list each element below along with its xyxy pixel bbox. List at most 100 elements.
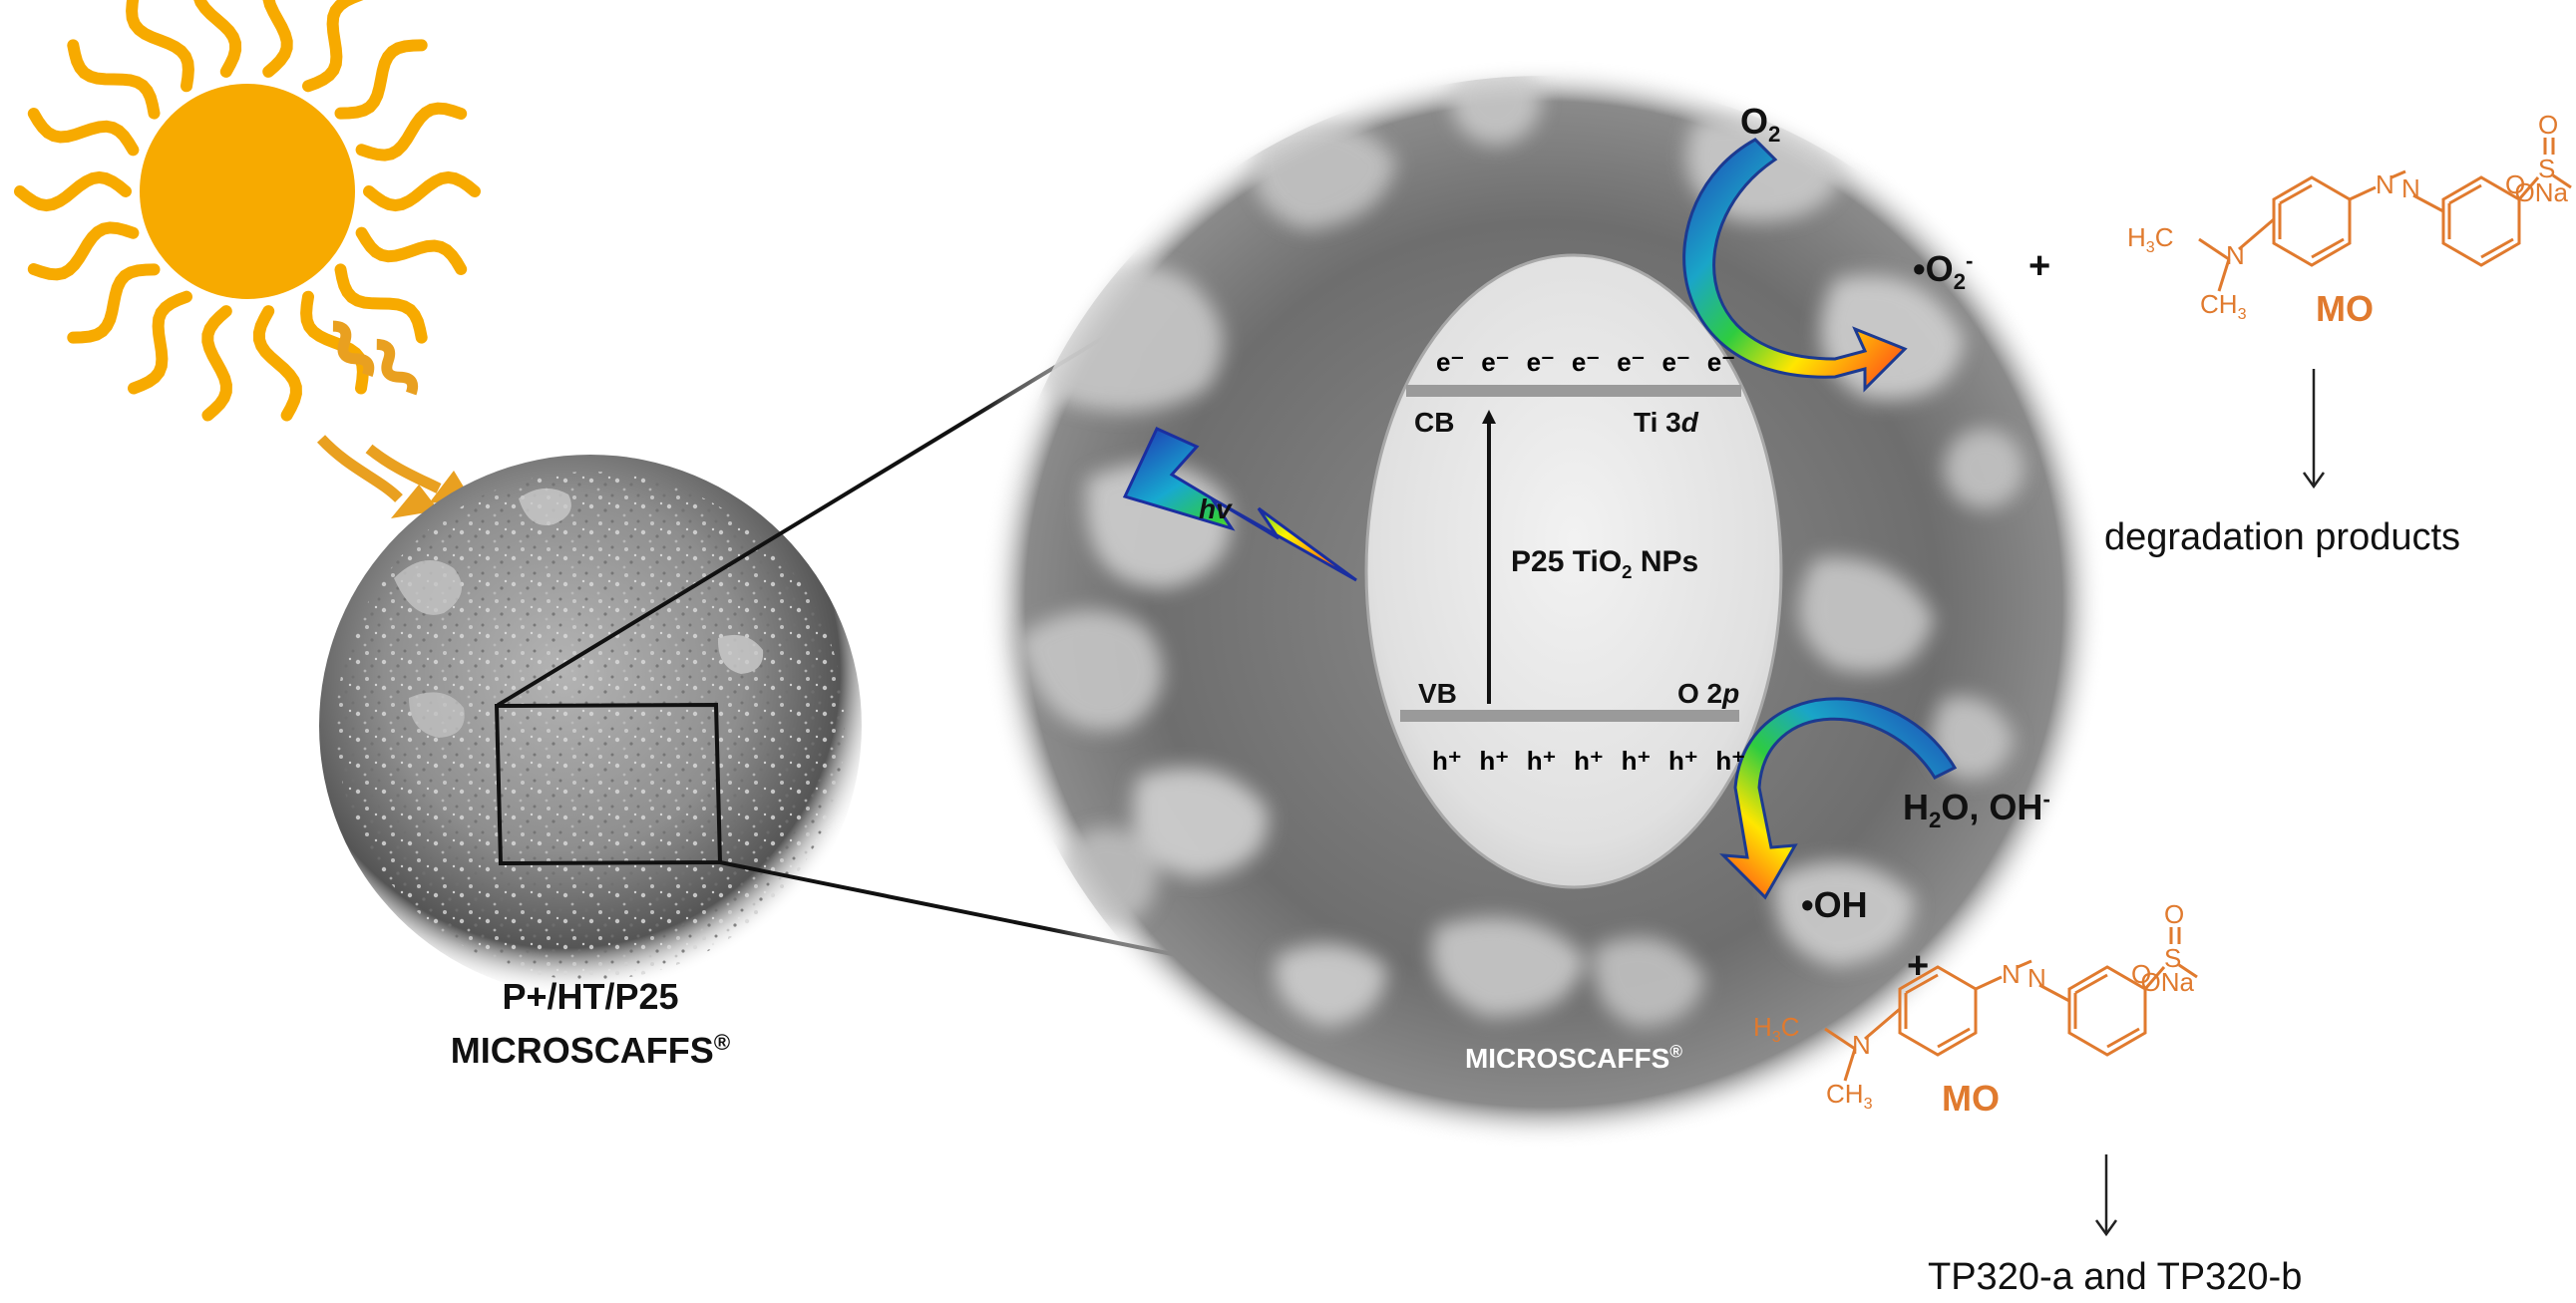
sun-icon	[14, 0, 481, 422]
electron: e⁻	[1481, 347, 1510, 377]
oxygen-sub: 2	[1768, 122, 1781, 148]
oxygen-text: O	[1740, 101, 1769, 142]
oxygen-top-label: O	[2164, 899, 2185, 929]
reaction-arrow-transformation	[2094, 1154, 2118, 1237]
particle-label-line1: P+/HT/P25	[502, 976, 679, 1017]
electrons-row: e⁻e⁻e⁻e⁻e⁻e⁻e⁻	[1436, 347, 1735, 378]
sun-ray	[302, 0, 364, 93]
superoxide-sup: -	[1966, 248, 1974, 273]
material-text: P25 TiO	[1511, 545, 1623, 578]
water-tail: O, OH	[1941, 787, 2043, 827]
holes-row: h⁺h⁺h⁺h⁺h⁺h⁺h⁺	[1432, 746, 1745, 777]
sun-ray	[128, 290, 192, 395]
ona-label: ONa	[2514, 177, 2568, 207]
sun-disc	[140, 84, 355, 299]
microscaffs-particle-image	[319, 455, 862, 997]
sun-ray	[67, 263, 161, 344]
sun-ray	[262, 0, 293, 78]
water-sup: -	[2042, 787, 2050, 812]
material-label: P25 TiO2 NPs	[1511, 545, 1699, 581]
cb-orbital-italic: d	[1680, 407, 1698, 438]
cb-orbital-text: Ti 3	[1634, 407, 1681, 438]
vb-orbital-text: O 2	[1677, 678, 1723, 709]
sun-ray	[363, 170, 481, 212]
oxygen-top-label: O	[2538, 110, 2559, 140]
methyl-orange-structure	[1824, 927, 2198, 1082]
ch3-sub: 3	[2237, 305, 2247, 324]
azo-n1-label: N	[2376, 169, 2394, 199]
water-label: H2O, OH-	[1903, 787, 2050, 831]
sulfur-label: S	[2164, 943, 2182, 973]
hole: h⁺	[1621, 746, 1652, 776]
h3c-label: H3C	[2127, 222, 2174, 255]
registered-mark: ®	[713, 1030, 731, 1055]
valence-band-label: VB	[1418, 678, 1457, 709]
sun-ray	[67, 39, 161, 120]
hole: h⁺	[1667, 746, 1698, 776]
hv-label: hv	[1199, 493, 1232, 524]
particle-label-text: MICROSCAFFS	[450, 1030, 714, 1071]
hydroxyl-label: •OH	[1801, 884, 1868, 925]
h3c-sub: 3	[2145, 238, 2155, 257]
superoxide-text: •O	[1913, 248, 1954, 289]
oxygen-label: O2	[1740, 101, 1780, 146]
ona-label: ONa	[2140, 967, 2194, 997]
curved-arrow-icon	[1682, 138, 1908, 393]
material-post: NPs	[1632, 545, 1699, 578]
sun-ray	[27, 108, 140, 157]
curved-arrow-icon	[1719, 697, 1958, 900]
material-sub: 2	[1622, 561, 1633, 582]
conduction-band-line	[1406, 385, 1741, 397]
degradation-products-label: degradation products	[2104, 516, 2461, 558]
h3c-tail: C	[1780, 1012, 1800, 1042]
transformation-products-label: TP320-a and TP320-b	[1928, 1256, 2303, 1298]
sun-ray	[300, 290, 369, 395]
sun-ray	[27, 221, 140, 281]
superoxide-sub: 2	[1953, 269, 1967, 295]
ch3-label: CH3	[1826, 1079, 1873, 1112]
light-wave-icon	[316, 320, 471, 518]
ch3-text: CH	[2200, 289, 2238, 319]
azo-n2-label: N	[2027, 963, 2046, 993]
hole: h⁺	[1574, 746, 1604, 776]
hole: h⁺	[1479, 746, 1509, 776]
sun-ray	[355, 102, 468, 162]
electron: e⁻	[1526, 347, 1555, 377]
electron: e⁻	[1706, 347, 1735, 377]
oxygen-bottom-label: O	[2131, 959, 2152, 989]
hole: h⁺	[1715, 746, 1745, 776]
cb-orbital-label: Ti 3d	[1634, 409, 1698, 437]
water-sub: 2	[1929, 808, 1942, 833]
ch3-label: CH3	[2200, 289, 2247, 322]
valence-band-line	[1400, 710, 1739, 722]
reaction-arrow-degradation	[2302, 369, 2326, 489]
electron: e⁻	[1661, 347, 1690, 377]
electron: e⁻	[1436, 347, 1465, 377]
mo-label: MO	[2316, 288, 2374, 329]
sun-ray	[14, 170, 132, 212]
sun-ray	[193, 0, 242, 78]
h3c-tail: C	[2154, 222, 2174, 252]
vb-orbital-italic: p	[1722, 678, 1740, 709]
azo-n1-label: N	[2002, 959, 2021, 989]
plus-sign-bottom: +	[1907, 945, 1930, 987]
sun-ray	[334, 39, 428, 120]
particle-label-line2: MICROSCAFFS®	[450, 1030, 731, 1071]
methyl-orange-structure	[2198, 138, 2572, 292]
h3c-sub: 3	[1771, 1028, 1781, 1047]
zoom-label: MICROSCAFFS®	[1465, 1041, 1683, 1073]
ch3-sub: 3	[1863, 1095, 1873, 1114]
amine-n-label: N	[1852, 1030, 1871, 1060]
h3c-text: H	[1753, 1012, 1772, 1042]
water-text: H	[1903, 787, 1929, 827]
lightning-bolt-icon	[1122, 427, 1357, 582]
sun-ray	[252, 305, 302, 422]
amine-n-label: N	[2226, 240, 2245, 270]
mo-label: MO	[1942, 1078, 2000, 1119]
h3c-text: H	[2127, 222, 2146, 252]
electron: e⁻	[1571, 347, 1601, 377]
ch3-text: CH	[1826, 1079, 1864, 1109]
registered-mark: ®	[1669, 1041, 1683, 1062]
band-diagram-ellipse	[1364, 253, 1783, 889]
